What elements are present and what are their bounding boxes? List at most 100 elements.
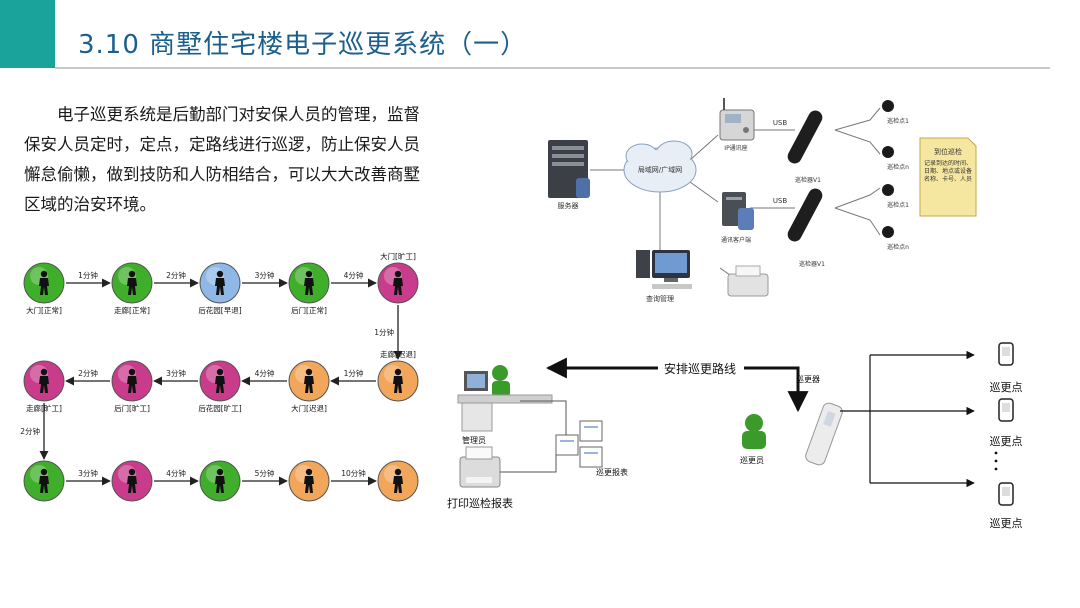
route-node-label: 后门[正常] (291, 305, 327, 315)
route-node-label: 大门[迟退] (291, 403, 327, 413)
route-node (199, 460, 241, 502)
route-arrow: 5分钟 (242, 468, 288, 486)
usb-label-bottom: USB (773, 197, 788, 205)
person-icon (393, 468, 403, 493)
route-arrow: 1分钟 (330, 368, 376, 386)
checkpoint-label: 巡检点1 (887, 117, 909, 125)
route-arrow: 2分钟 (154, 270, 199, 288)
person-icon (215, 270, 225, 295)
device-label: 巡更器 (796, 374, 820, 384)
title-divider (55, 67, 1050, 69)
person-icon (127, 270, 137, 295)
route-node (199, 262, 241, 304)
route-node-label: 大门[旷工] (380, 251, 416, 261)
route-arrow-label: 安排巡更路线 (664, 361, 736, 376)
route-arrow-label: 1分钟 (344, 368, 364, 378)
person-icon (215, 468, 225, 493)
server-label: 服务器 (558, 201, 579, 210)
route-arrow: 1分钟 (374, 305, 403, 360)
route-arrow-label: 3分钟 (78, 468, 98, 478)
route-arrow: 10分钟 (331, 468, 377, 486)
ip-station-icon (719, 98, 755, 141)
cloud-icon (623, 140, 697, 193)
checkpoint-device-label: 巡更点 (990, 381, 1023, 394)
route-node-label: 走廊[正常] (114, 305, 150, 315)
person-icon (39, 368, 49, 393)
checkpoint-icon (882, 226, 894, 238)
checkpoint-device-label: 巡更点 (990, 517, 1023, 530)
report-documents-icon (555, 420, 603, 468)
route-node (111, 360, 153, 402)
route-arrow: 2分钟 (20, 403, 49, 460)
route-node (288, 460, 330, 502)
network-architecture-diagram: 服务器 局域网/广域网 IP通讯座 通讯客户端 USB USB 巡检器V1 巡检… (548, 98, 977, 303)
route-arrow-label: 2分钟 (166, 270, 186, 280)
route-arrow: 3分钟 (66, 468, 111, 486)
route-node-label: 走廊[旷工] (26, 403, 62, 413)
route-arrow-label: 1分钟 (374, 327, 394, 337)
route-arrow: 4分钟 (331, 270, 377, 288)
route-node (288, 360, 330, 402)
person-icon (304, 270, 314, 295)
checkpoint-icon (882, 146, 894, 158)
patrol-workflow-diagram: 安排巡更路线 管理员 打印巡检报表 巡更报表 巡更器 巡更员 (447, 342, 1023, 530)
route-arrow: 4分钟 (154, 468, 199, 486)
header-accent-bar (0, 0, 55, 68)
person-icon (39, 468, 49, 493)
person-icon (127, 368, 137, 393)
person-icon (304, 368, 314, 393)
note-text: 记录到达的时间、日期、地点或设备名称、卡号、人员 (923, 160, 972, 183)
person-icon (39, 270, 49, 295)
query-label: 查询管理 (646, 294, 674, 303)
route-node-label: 后花园[早退] (198, 305, 241, 315)
reader-label-bottom: 巡检器V1 (799, 260, 825, 268)
guard-icon (742, 414, 766, 449)
route-node-label: 后花园[旷工] (198, 403, 241, 413)
query-pc-icon (636, 250, 692, 289)
ip-station-label: IP通讯座 (724, 144, 747, 152)
checkpoint-icon (882, 100, 894, 112)
client-pc-icon (722, 192, 754, 230)
network-links (590, 107, 881, 276)
route-arrow-label: 2分钟 (78, 368, 98, 378)
person-icon (127, 468, 137, 493)
checkpoint-device-label: 巡更点 (990, 435, 1023, 448)
note-title: 到位巡检 (934, 147, 962, 156)
checkpoint-device-icon (998, 482, 1014, 506)
route-node (23, 460, 65, 502)
route-arrow-label: 1分钟 (78, 270, 98, 280)
checkpoint-device-icon (998, 398, 1014, 422)
checkpoint-label: 巡检点n (887, 243, 909, 251)
reader-icon-top (787, 110, 823, 164)
patrol-device-icon (805, 402, 843, 466)
route-arrow: 3分钟 (153, 368, 198, 386)
intro-paragraph: 电子巡更系统是后勤部门对安保人员的管理，监督保安人员定时，定点，定路线进行巡逻，… (24, 105, 420, 214)
cloud-label: 局域网/广域网 (638, 165, 682, 174)
route-arrow-label: 4分钟 (344, 270, 364, 280)
guard-label: 巡更员 (740, 455, 764, 465)
route-arrow-label: 3分钟 (166, 368, 186, 378)
route-node-label: 大门[正常] (26, 305, 62, 315)
report-printer-icon (459, 446, 501, 488)
route-arrow: 1分钟 (66, 270, 111, 288)
person-icon (393, 368, 403, 393)
checkpoint-label: 巡检点1 (887, 201, 909, 209)
print-report-label: 打印巡检报表 (447, 496, 513, 510)
route-arrow-label: 4分钟 (166, 468, 186, 478)
route-arrow: 2分钟 (65, 368, 110, 386)
route-node (23, 360, 65, 402)
person-icon (215, 368, 225, 393)
person-icon (393, 270, 403, 295)
client-label: 通讯客户端 (721, 236, 751, 244)
manager-label: 管理员 (462, 435, 486, 445)
route-node (377, 360, 419, 402)
page-title: 3.10 商墅住宅楼电子巡更系统（一） (78, 30, 528, 60)
route-node (111, 262, 153, 304)
route-node-label: 走廊[迟退] (380, 349, 416, 359)
route-arrow-label: 2分钟 (20, 426, 40, 436)
reader-label-top: 巡检器V1 (795, 176, 821, 184)
route-node (199, 360, 241, 402)
route-node (377, 262, 419, 304)
report-label: 巡更报表 (596, 467, 628, 477)
